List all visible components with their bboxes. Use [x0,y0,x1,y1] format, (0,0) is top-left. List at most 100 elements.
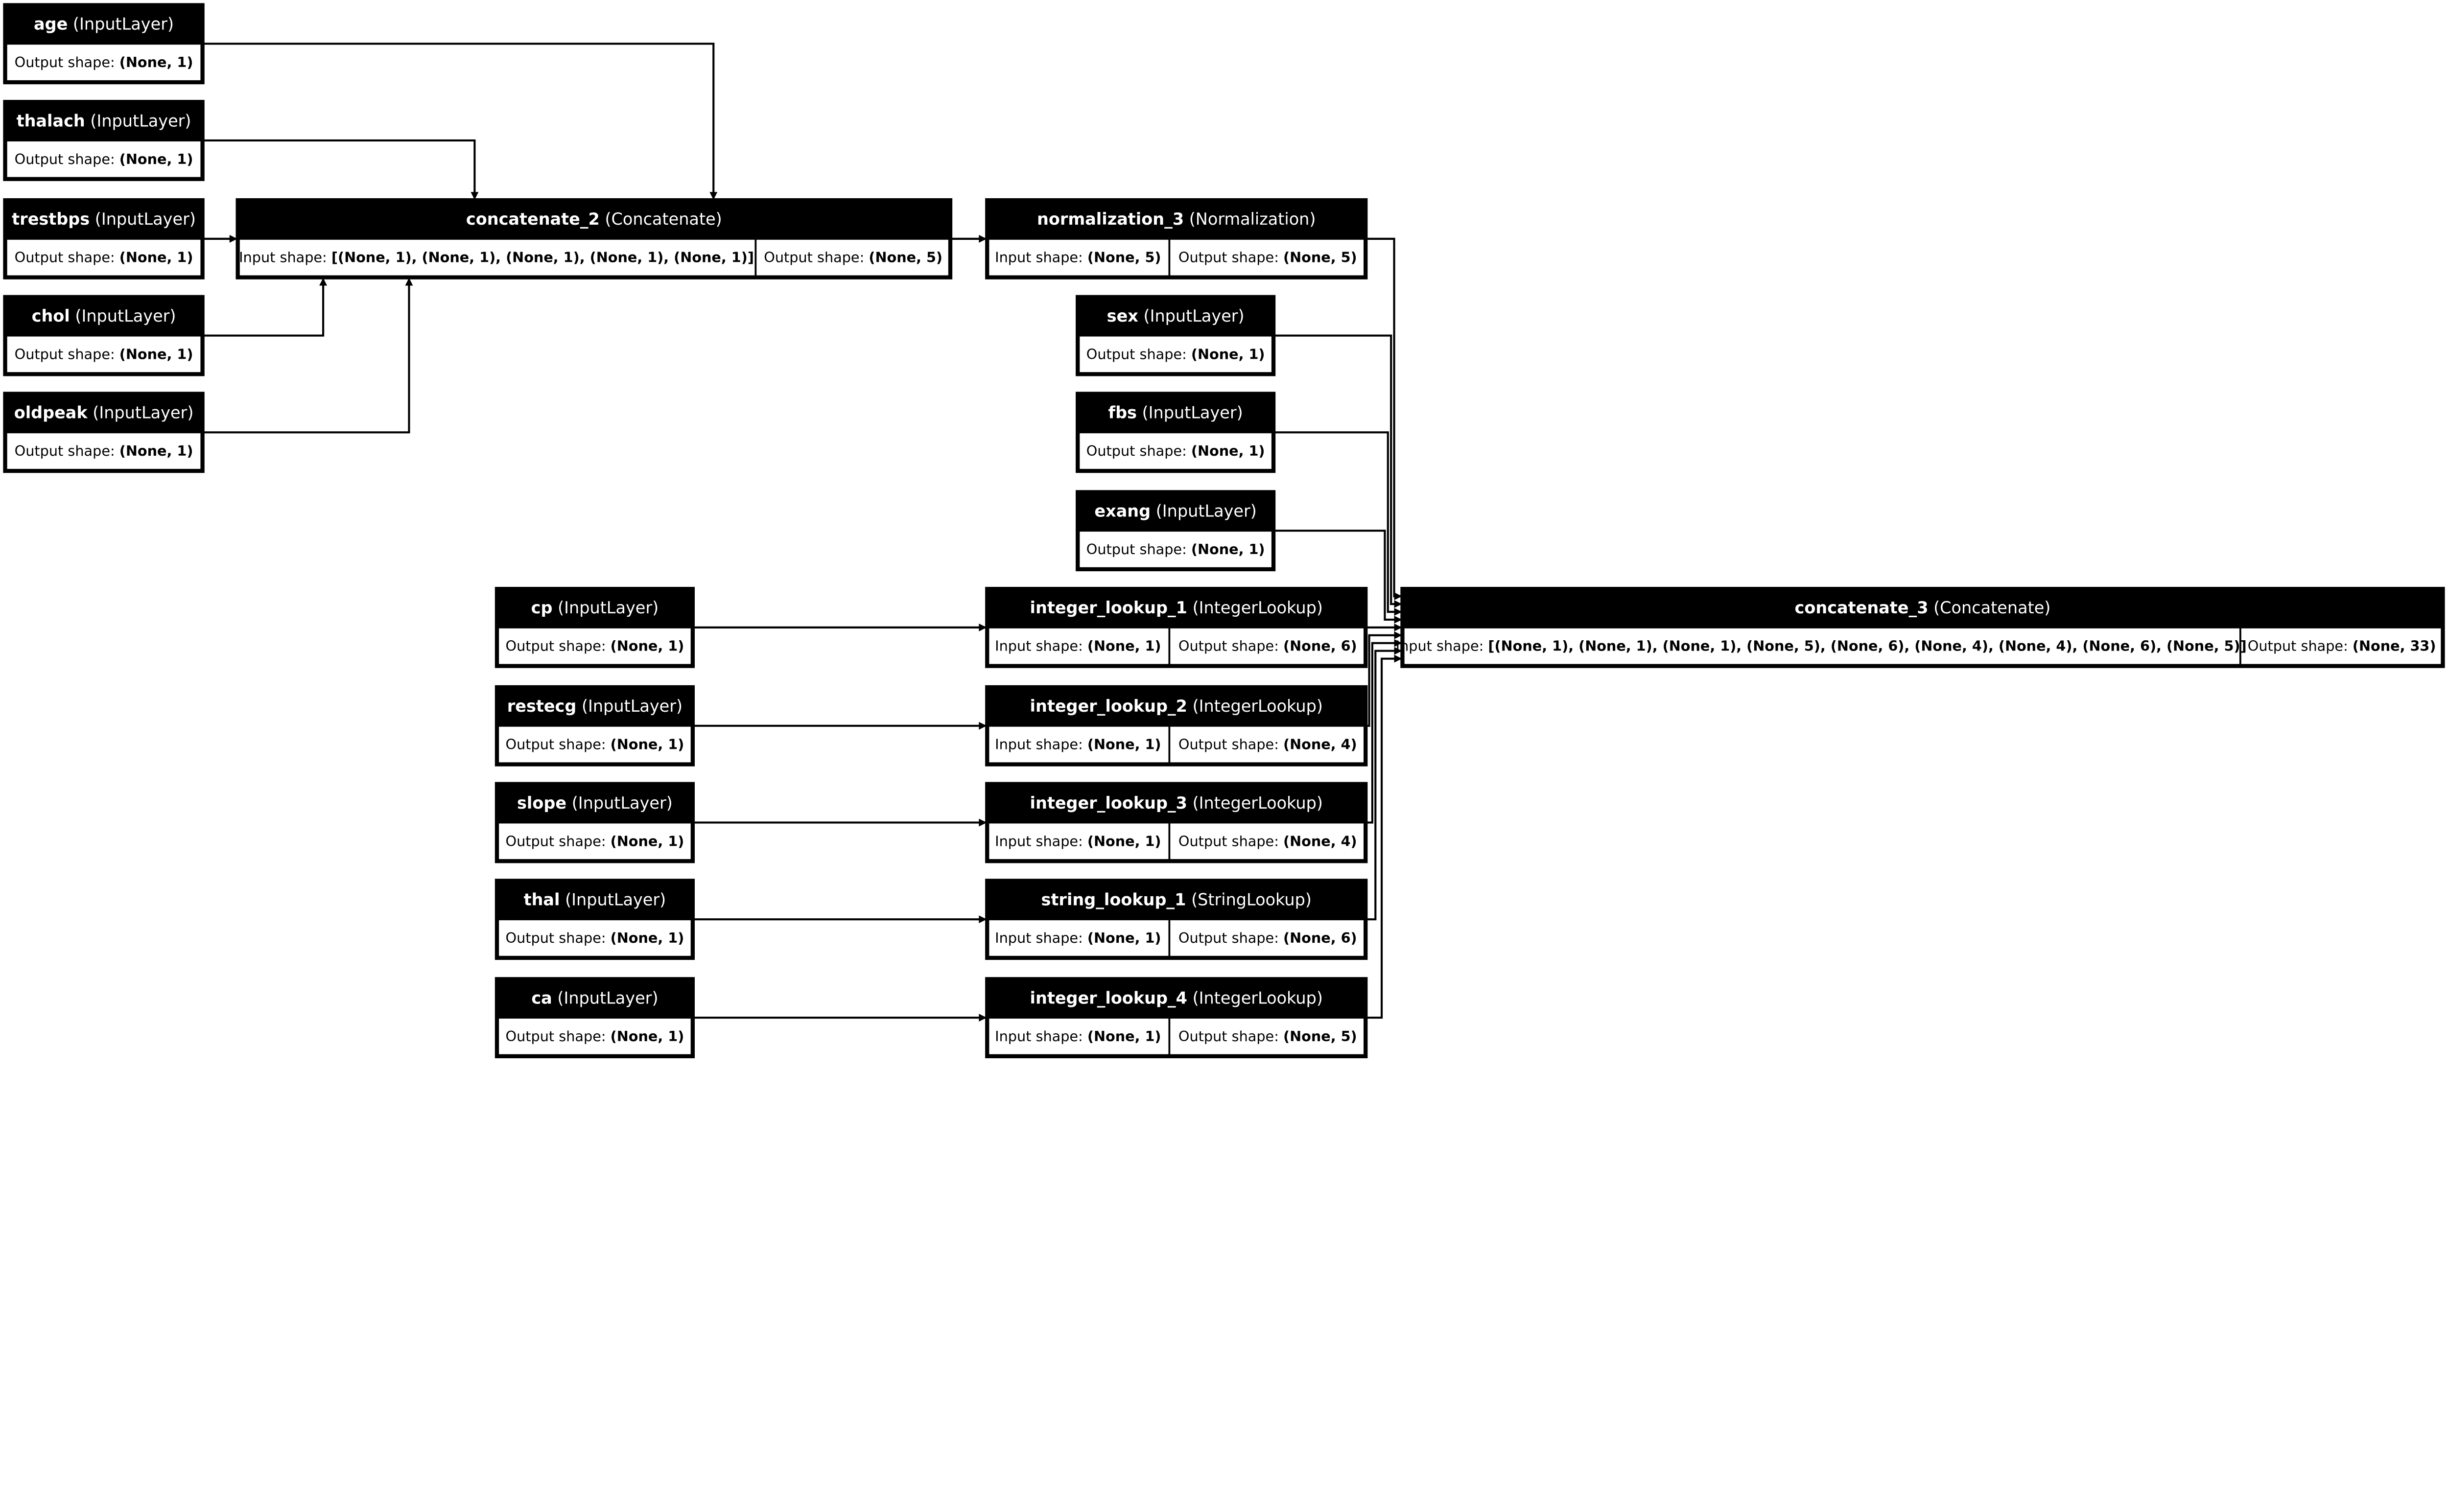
edge-oldpeak-to-concatenate_2 [203,278,413,434]
layer-title: concatenate_2 (Concatenate) [466,209,722,229]
layer-node-fbs[interactable]: fbs (InputLayer)Output shape: (None, 1) [1076,392,1276,473]
layer-node-cp[interactable]: cp (InputLayer)Output shape: (None, 1) [494,586,695,668]
layer-header [987,880,1366,920]
output-shape-value: (None, 1) [611,833,684,849]
edge-sex-to-concatenate_3 [1274,334,1402,608]
layer-header [987,588,1366,628]
layer-node-thalach[interactable]: thalach (InputLayer)Output shape: (None,… [3,100,205,181]
output-shape-value: (None, 6) [1283,638,1357,654]
output-shape: Output shape: (None, 1) [15,249,193,266]
output-shape-value: (None, 1) [611,1028,684,1045]
output-shape-label: Output shape: [1178,736,1283,753]
output-shape-value: (None, 1) [119,54,193,70]
layer-node-thal[interactable]: thal (InputLayer)Output shape: (None, 1) [494,879,695,960]
layer-frame [985,685,1368,767]
layer-header [237,200,951,239]
output-shape: Output shape: (None, 1) [15,54,193,70]
layer-node-integer_lookup_3[interactable]: integer_lookup_3 (IntegerLookup) Input sh… [985,782,1368,863]
layer-title: ca (InputLayer) [531,988,658,1007]
layer-name: age [34,15,68,34]
layer-node-integer_lookup_2[interactable]: integer_lookup_2 (IntegerLookup)Input sh… [985,685,1368,767]
layer-node-sex[interactable]: sex (InputLayer)Output shape: (None, 1) [1076,295,1276,376]
nodes: age (InputLayer)Output shape: (None, 1)t… [3,3,2445,1058]
layer-type: (IntegerLookup) [1187,697,1323,716]
input-shape-value: (None, 1) [1087,833,1161,849]
layer-node-integer_lookup_1[interactable]: integer_lookup_1 (IntegerLookup)Input sh… [985,586,1368,668]
layer-name: integer_lookup_4 [1030,988,1187,1007]
layer-type: (InputLayer) [552,598,659,617]
layer-node-concatenate_2[interactable]: concatenate_2 (Concatenate)Input shape: … [235,198,953,279]
edge-string_lookup_1-to-concatenate_3 [1366,647,1402,921]
input-shape-value: [(None, 1), (None, 1), (None, 1), (None,… [331,249,754,266]
layer-header [4,296,203,336]
layer-node-chol[interactable]: chol (InputLayer)Output shape: (None, 1) [3,295,205,376]
output-shape-label: Output shape: [506,736,611,753]
output-shape-value: (None, 5) [1283,249,1357,266]
edge-integer_lookup_2-to-concatenate_3 [1366,631,1402,727]
layer-node-trestbps[interactable]: trestbps (InputLayer)Output shape: (None… [3,198,205,279]
output-shape-value: (None, 1) [1191,541,1265,558]
output-shape-value: (None, 1) [119,151,193,167]
layer-body [237,237,950,278]
layer-header [4,4,203,44]
output-shape-label: Output shape: [1178,930,1283,946]
output-shape-value: (None, 1) [1191,442,1265,459]
layer-node-normalization_3[interactable]: normalization_3 (Normalization)Input sha… [985,198,1368,279]
layer-frame [1076,392,1276,473]
layer-name: restecg [507,697,577,716]
layer-title: integer_lookup_1 (IntegerLookup) [1030,598,1323,617]
layer-frame [3,100,205,181]
layer-title: string_lookup_1 (StringLookup) [1041,890,1312,909]
output-shape-label: Output shape: [1086,541,1191,558]
input-shape-value: (None, 1) [1087,736,1161,753]
output-shape: Output shape: (None, 4) [1178,833,1357,849]
layer-name: string_lookup_1 [1041,890,1186,909]
layer-frame [494,685,695,767]
layer-node-exang[interactable]: exang (InputLayer) Output shape: (None, 1… [1076,490,1276,572]
layer-node-restecg[interactable]: restecg (InputLayer)Output shape: (None,… [494,685,695,767]
output-shape: Output shape: (None, 1) [506,833,684,849]
layer-title: chol (InputLayer) [32,306,176,326]
output-shape-label: Output shape: [506,930,611,946]
layer-node-slope[interactable]: slope (InputLayer)Output shape: (None, 1… [494,782,695,863]
output-shape-value: (None, 4) [1283,833,1357,849]
edge-integer_lookup_3-to-concatenate_3 [1366,639,1402,824]
layer-body [1402,626,2443,666]
input-shape-label: Input shape: [1396,638,1488,654]
layer-type: (IntegerLookup) [1187,793,1323,813]
layer-type: (Concatenate) [1928,598,2050,617]
output-shape: Output shape: (None, 1) [506,930,684,946]
layer-frame [985,879,1368,960]
input-shape-label: Input shape: [995,833,1087,849]
edge-thalach-to-concatenate_2 [203,139,479,200]
layer-name: integer_lookup_3 [1030,793,1187,813]
output-shape-value: (None, 6) [1283,930,1357,946]
output-shape-label: Output shape: [2248,638,2353,654]
layer-body [1078,431,1273,471]
layer-type: (InputLayer) [70,306,176,326]
output-shape: Output shape: (None, 1) [506,736,684,753]
layer-title: integer_lookup_4 (IntegerLookup) [1030,988,1323,1007]
layer-name: trestbps [12,209,90,229]
input-shape-label: Input shape: [239,249,331,266]
layer-frame [494,879,695,960]
model-graph: age (InputLayer)Output shape: (None, 1)t… [3,3,2445,1058]
layer-node-integer_lookup_4[interactable]: integer_lookup_4 (IntegerLookup)Input sh… [985,977,1368,1058]
layer-node-age[interactable]: age (InputLayer) Output shape: (None, 1) [3,3,205,85]
layer-node-ca[interactable]: ca (InputLayer)Output shape: (None, 1) [494,977,695,1058]
layer-name: chol [32,306,70,326]
output-shape: Output shape: (None, 5) [1178,249,1357,266]
layer-name: oldpeak [14,403,88,422]
output-shape-label: Output shape: [15,346,119,362]
layer-title: thalach (InputLayer) [17,111,191,130]
output-shape: Output shape: (None, 6) [1178,638,1357,654]
layer-frame [494,977,695,1058]
layer-node-string_lookup_1[interactable]: string_lookup_1 (StringLookup)Input shap… [985,879,1368,960]
layer-frame [494,782,695,863]
layer-title: integer_lookup_2 (IntegerLookup) [1030,697,1323,716]
edge-exang-to-concatenate_3 [1274,530,1402,624]
layer-node-concatenate_3[interactable]: concatenate_3 (Concatenate)Input shape: … [1396,586,2445,668]
layer-node-oldpeak[interactable]: oldpeak (InputLayer)Output shape: (None,… [3,392,205,473]
layer-title: exang (InputLayer) [1094,501,1256,520]
layer-type: (InputLayer) [68,15,174,34]
